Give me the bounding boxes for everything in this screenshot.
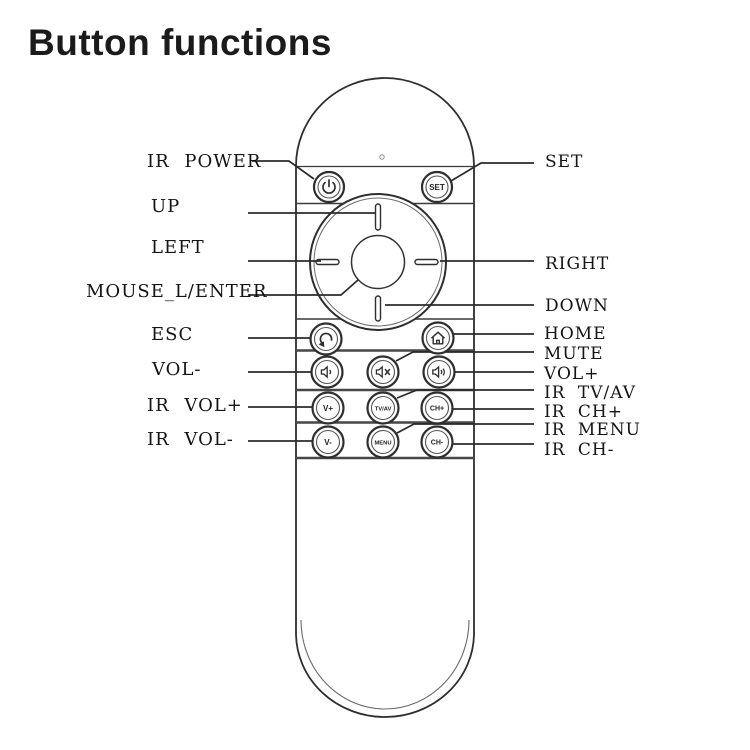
ch-plus-label: CH+ <box>430 406 444 413</box>
v-plus-label: V+ <box>323 404 333 413</box>
tv-av-button: TV/AV <box>366 391 400 425</box>
callout-ir-power: IR POWER <box>147 151 262 172</box>
power-button <box>312 170 346 204</box>
back-arrow-icon <box>318 332 333 348</box>
tv-av-label: TV/AV <box>375 406 392 412</box>
leader-ir-tv-av <box>396 389 534 399</box>
dpad-left-mark <box>315 258 340 266</box>
callout-vol-down: VOL- <box>152 359 202 380</box>
ir-ch-up-button: CH+ <box>420 391 454 425</box>
menu-label: MENU <box>374 440 391 446</box>
callout-ir-menu: IR MENU <box>544 420 641 440</box>
dpad-down-mark <box>374 295 382 322</box>
callout-ir-ch-down: IR CH- <box>544 440 615 460</box>
callout-mouse-l-enter: MOUSE_L/ENTER <box>86 281 268 302</box>
set-button-label: SET <box>429 183 445 192</box>
menu-button: MENU <box>366 425 400 459</box>
speaker-waves-icon <box>432 365 445 379</box>
callout-ir-vol-up: IR VOL+ <box>147 395 243 416</box>
callout-esc: ESC <box>151 324 194 345</box>
callout-left: LEFT <box>151 237 205 258</box>
vol-up-button <box>422 355 456 389</box>
callout-ir-ch-up: IR CH+ <box>544 402 623 422</box>
callout-ir-tv-av: IR TV/AV <box>544 383 636 403</box>
indicator-hole <box>379 154 385 160</box>
set-button: SET <box>420 170 454 204</box>
esc-button <box>309 322 343 356</box>
home-icon <box>431 331 445 345</box>
page-title: Button functions <box>28 22 332 63</box>
vol-down-button <box>310 355 344 389</box>
ir-vol-up-button: V+ <box>311 391 345 425</box>
dpad-right-mark <box>414 258 439 266</box>
dpad-center-button <box>350 234 406 290</box>
home-button <box>421 321 455 355</box>
dpad-up-mark <box>374 203 382 231</box>
power-icon <box>322 179 336 194</box>
callout-ir-vol-down: IR VOL- <box>147 429 234 450</box>
v-minus-label: V- <box>324 438 332 447</box>
bottom-inner-line <box>300 619 470 710</box>
speaker-icon <box>320 365 332 379</box>
leader-set <box>450 162 534 182</box>
callout-set: SET <box>545 152 584 172</box>
speaker-mute-icon <box>375 365 391 379</box>
ir-ch-down-button: CH- <box>420 425 454 459</box>
callout-down: DOWN <box>545 296 609 316</box>
callout-vol-up: VOL+ <box>544 364 600 384</box>
callout-mute: MUTE <box>544 344 604 364</box>
leader-lines <box>248 160 534 445</box>
callout-home: HOME <box>544 324 607 344</box>
leader-mute <box>395 351 534 362</box>
dpad <box>309 193 447 331</box>
ch-minus-label: CH- <box>431 440 444 447</box>
mute-button <box>366 355 400 389</box>
leader-ir-menu <box>396 423 534 434</box>
leader-mouse-l <box>248 279 359 296</box>
callout-right: RIGHT <box>545 254 610 274</box>
ir-vol-down-button: V- <box>311 425 345 459</box>
callout-up: UP <box>151 196 181 217</box>
leader-ir-power <box>252 160 315 180</box>
